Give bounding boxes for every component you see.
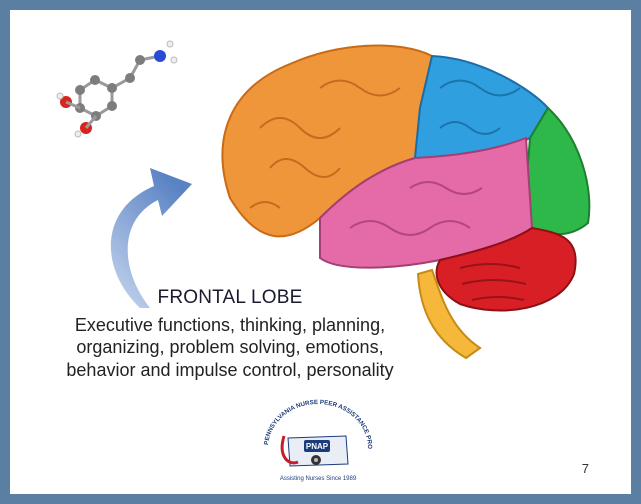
pnap-logo: PENNSYLVANIA NURSE PEER ASSISTANCE PROGR… xyxy=(258,396,373,482)
caption-line: Executive functions, thinking, planning, xyxy=(74,314,386,335)
brain-illustration xyxy=(221,44,591,360)
caption-title: FRONTAL LOBE xyxy=(157,287,303,308)
brainstem xyxy=(416,268,482,360)
page-number: 7 xyxy=(581,461,589,476)
caption-line: organizing, problem solving, emotions, xyxy=(76,337,384,358)
cerebellum xyxy=(435,226,577,312)
curved-arrow-icon xyxy=(110,168,192,308)
logo-tagline: Assisting Nurses Since 1989 xyxy=(280,476,357,482)
caption: FRONTAL LOBE Executive functions, thinki… xyxy=(10,286,450,381)
logo-badge: PNAP xyxy=(306,442,329,451)
molecule-illustration xyxy=(56,40,178,138)
caption-description: Executive functions, thinking, planning,… xyxy=(10,314,450,382)
parietal-lobe xyxy=(413,54,550,160)
occipital-lobe xyxy=(524,106,591,236)
slide: FRONTAL LOBE Executive functions, thinki… xyxy=(10,10,631,494)
caption-line: behavior and impulse control, personalit… xyxy=(66,359,394,380)
